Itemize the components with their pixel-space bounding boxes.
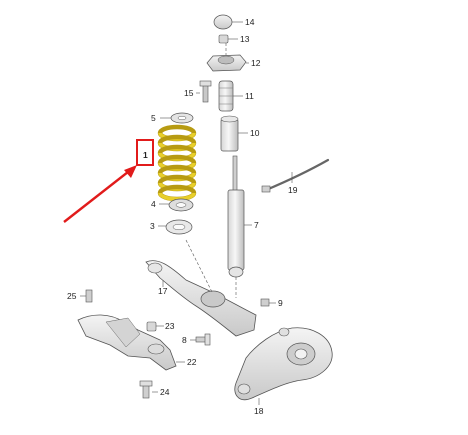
shock-absorber <box>227 155 245 278</box>
callout-23: 23 <box>165 321 175 331</box>
callout-10: 10 <box>250 128 260 138</box>
callout-4: 4 <box>151 199 156 209</box>
nut <box>218 34 229 44</box>
callout-22: 22 <box>187 357 197 367</box>
callout-17: 17 <box>158 286 168 296</box>
spring-coil-front <box>158 192 196 201</box>
upper-spring-washer <box>170 112 194 124</box>
bolt-8 <box>195 333 211 346</box>
highlight-box <box>136 139 154 166</box>
coil-spring <box>157 124 197 202</box>
highlight-annotation <box>63 139 154 223</box>
callout-12: 12 <box>251 58 261 68</box>
callout-24: 24 <box>160 387 170 397</box>
protective-cap <box>213 14 233 30</box>
brake-hose-bracket <box>261 158 330 193</box>
callout-8: 8 <box>182 335 187 345</box>
callout-13: 13 <box>240 34 250 44</box>
wheel-bearing-housing <box>234 327 333 400</box>
strut-mount <box>206 54 247 72</box>
callout-18: 18 <box>254 406 264 416</box>
nut-23 <box>146 321 157 332</box>
callout-3: 3 <box>150 221 155 231</box>
bump-stop <box>218 80 234 112</box>
protective-sleeve <box>220 115 239 152</box>
highlight-arrow-shaft <box>63 171 129 223</box>
callout-7: 7 <box>254 220 259 230</box>
callout-labels: 14 13 12 15 11 10 5 1 19 4 7 3 17 25 9 2… <box>67 17 298 416</box>
subframe-bracket <box>77 314 177 371</box>
callout-14: 14 <box>245 17 255 27</box>
bolt-15 <box>199 80 212 103</box>
spring-link-arm <box>145 260 257 337</box>
bolt-25 <box>85 289 93 303</box>
callout-9: 9 <box>278 298 283 308</box>
callout-11: 11 <box>245 91 254 101</box>
callout-19: 19 <box>288 185 298 195</box>
callout-15: 15 <box>184 88 194 98</box>
callout-5: 5 <box>151 113 156 123</box>
leader-lines <box>80 21 293 405</box>
bolt-24 <box>139 380 153 399</box>
highlight-arrow-head <box>124 165 137 178</box>
bolt-9 <box>260 298 270 307</box>
lower-spring-seat <box>168 198 194 212</box>
spring-pad <box>165 219 193 235</box>
callout-1: 1 <box>143 150 148 160</box>
callout-25: 25 <box>67 291 77 301</box>
